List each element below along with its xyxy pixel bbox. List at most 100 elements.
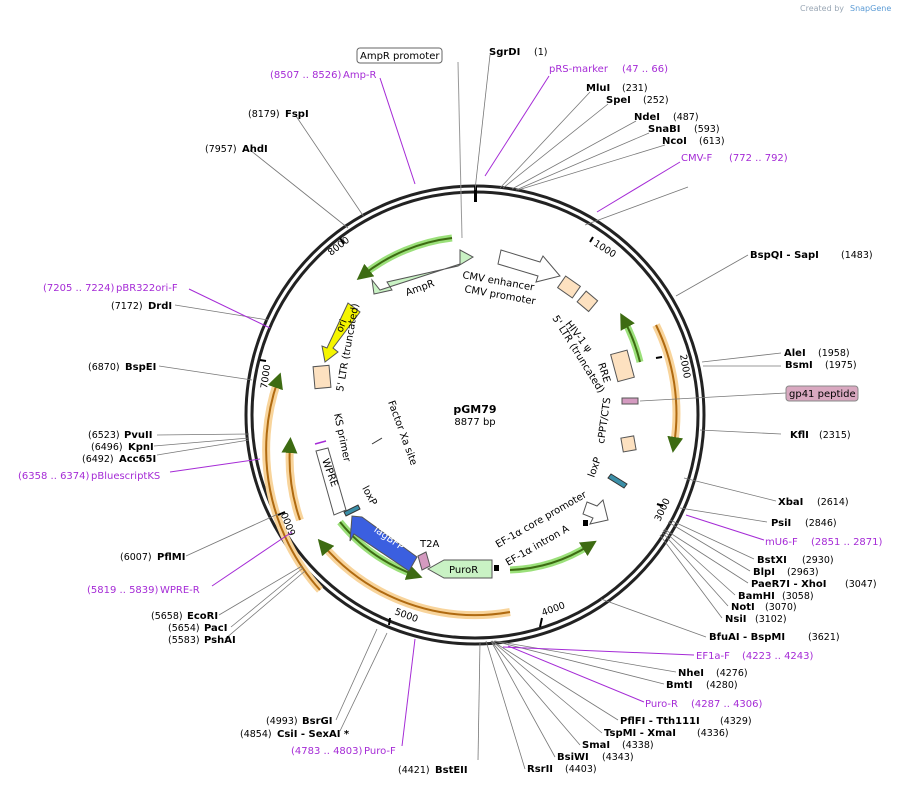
svg-text:2000: 2000 — [677, 354, 692, 380]
t2a-box[interactable] — [417, 551, 431, 571]
snapgene-logo: SnapGene — [850, 4, 891, 13]
svg-text:SnaBI: SnaBI — [648, 124, 680, 135]
ori-arrow[interactable] — [321, 302, 361, 363]
svg-text:SpeI: SpeI — [606, 95, 631, 106]
svg-text:Amp-R: Amp-R — [343, 70, 377, 81]
svg-text:(4338): (4338) — [622, 740, 654, 751]
ltr5-left-box[interactable] — [312, 364, 332, 390]
svg-text:AleI: AleI — [784, 348, 806, 359]
orange-arc-bottom — [319, 542, 511, 620]
ampr-promoter-callout[interactable]: AmpR promoter — [356, 47, 443, 64]
svg-text:(5658): (5658) — [151, 611, 183, 622]
svg-text:(6492): (6492) — [82, 454, 114, 465]
ef1a-promoter-arrow[interactable] — [582, 499, 609, 525]
svg-text:(6523): (6523) — [88, 430, 120, 441]
svg-text:(231): (231) — [622, 83, 648, 94]
svg-text:BstEII: BstEII — [435, 765, 468, 776]
svg-text:loxP: loxP — [586, 456, 603, 479]
svg-text:DrdI: DrdI — [148, 301, 172, 312]
svg-text:(8179): (8179) — [248, 109, 280, 120]
svg-text:PuroR: PuroR — [449, 565, 478, 576]
svg-text:BspQI - SapI: BspQI - SapI — [750, 250, 819, 261]
svg-text:(7205 .. 7224): (7205 .. 7224) — [43, 283, 115, 294]
ampr-arc — [360, 234, 453, 278]
svg-text:EcoRI: EcoRI — [187, 611, 218, 622]
svg-text:TspMI - XmaI: TspMI - XmaI — [604, 728, 676, 739]
cppt-box[interactable] — [620, 435, 637, 453]
ks-primer-mark — [314, 440, 327, 445]
svg-text:(4343): (4343) — [602, 752, 634, 763]
svg-text:SgrDI: SgrDI — [489, 47, 520, 58]
svg-text:SmaI: SmaI — [582, 740, 610, 751]
gp41-box[interactable] — [621, 397, 639, 405]
svg-text:(2846): (2846) — [805, 518, 837, 529]
svg-text:(6007): (6007) — [120, 552, 152, 563]
svg-text:(4329): (4329) — [720, 716, 752, 727]
svg-text:(593): (593) — [694, 124, 720, 135]
svg-text:(3047): (3047) — [845, 579, 877, 590]
tagbfp-arrow[interactable] — [349, 515, 418, 572]
svg-text:PflMI: PflMI — [157, 552, 185, 563]
svg-text:AmpR promoter: AmpR promoter — [360, 51, 440, 62]
loxp-left-arrow[interactable] — [343, 504, 361, 517]
svg-text:(4276): (4276) — [716, 668, 748, 679]
svg-text:(1483): (1483) — [841, 250, 873, 261]
svg-text:(4421): (4421) — [398, 765, 430, 776]
gp41-callout[interactable]: gp41 peptide — [639, 385, 859, 402]
svg-text:(4223 .. 4243): (4223 .. 4243) — [742, 651, 814, 662]
svg-text:ori: ori — [335, 318, 350, 334]
loxp-right-arrow[interactable] — [607, 473, 628, 489]
ampr-box[interactable] — [371, 249, 475, 295]
svg-text:(2614): (2614) — [817, 497, 849, 508]
svg-text:pBluescriptKS: pBluescriptKS — [91, 471, 160, 482]
svg-text:(613): (613) — [699, 136, 725, 147]
factor-xa-mark — [371, 437, 383, 445]
feature-arcs — [262, 186, 684, 620]
svg-text:Acc65I: Acc65I — [119, 454, 156, 465]
ltr5-right-box[interactable] — [576, 290, 599, 313]
svg-text:(1958): (1958) — [818, 348, 850, 359]
svg-text:CMV-F: CMV-F — [681, 153, 712, 164]
origin-mark — [474, 186, 477, 202]
svg-text:(47 .. 66): (47 .. 66) — [622, 64, 668, 75]
puror-arrow[interactable] — [426, 559, 493, 579]
svg-text:MluI: MluI — [586, 83, 610, 94]
wpre-box[interactable] — [315, 447, 347, 516]
svg-text:BsmI: BsmI — [785, 360, 813, 371]
svg-text:BamHI: BamHI — [738, 591, 775, 602]
svg-text:NotI: NotI — [731, 602, 755, 613]
svg-text:BsrGI: BsrGI — [302, 716, 332, 727]
svg-text:mU6-F: mU6-F — [765, 537, 798, 548]
svg-text:(6870): (6870) — [88, 362, 120, 373]
svg-text:BfuAI - BspMI: BfuAI - BspMI — [709, 632, 785, 643]
primer-labels: pRS-marker (47 .. 66) CMV-F (772 .. 792)… — [18, 64, 883, 757]
svg-text:3000: 3000 — [653, 497, 673, 524]
hiv-psi-box[interactable] — [556, 275, 582, 299]
enzyme-labels: SgrDI (1) MluI (231) SpeI (252) NdeI (48… — [82, 47, 877, 776]
svg-text:(2315): (2315) — [819, 430, 851, 441]
svg-text:(5654): (5654) — [168, 623, 200, 634]
svg-text:(6496): (6496) — [91, 442, 123, 453]
rre-box[interactable] — [610, 349, 635, 383]
svg-text:(7172): (7172) — [111, 301, 143, 312]
svg-text:PacI: PacI — [204, 623, 227, 634]
svg-text:BmtI: BmtI — [666, 680, 693, 691]
svg-text:(4336): (4336) — [697, 728, 729, 739]
svg-text:BlpI: BlpI — [753, 567, 775, 578]
svg-text:PvuII: PvuII — [124, 430, 152, 441]
svg-text:loxP: loxP — [359, 484, 378, 507]
svg-text:(3102): (3102) — [755, 614, 787, 625]
svg-text:(4280): (4280) — [706, 680, 738, 691]
svg-text:(8507 .. 8526): (8507 .. 8526) — [270, 70, 342, 81]
svg-text:(3058): (3058) — [782, 591, 814, 602]
cmv-arrow[interactable] — [497, 249, 561, 283]
svg-text:(4403): (4403) — [565, 764, 597, 775]
svg-text:(3621): (3621) — [808, 632, 840, 643]
svg-text:(7957): (7957) — [205, 144, 237, 155]
svg-text:pBR322ori-F: pBR322ori-F — [116, 283, 178, 294]
svg-text:(1975): (1975) — [825, 360, 857, 371]
svg-text:(772 .. 792): (772 .. 792) — [729, 153, 788, 164]
created-by-label: Created by — [800, 4, 844, 13]
svg-text:(2930): (2930) — [802, 555, 834, 566]
